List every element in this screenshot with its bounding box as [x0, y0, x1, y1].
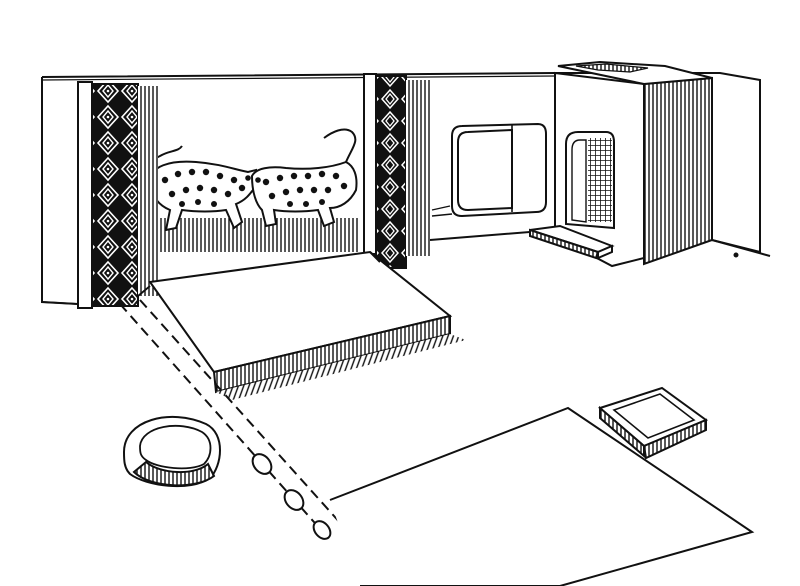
foreground-platform — [329, 406, 755, 586]
left-pilaster-lozenge — [77, 81, 158, 309]
round-hearth — [122, 415, 221, 488]
leopard-left — [144, 145, 257, 232]
floor-lines — [41, 285, 151, 305]
leopard-relief-pair — [144, 128, 358, 232]
center-pilaster-lozenge — [363, 73, 430, 269]
doorway-step — [529, 224, 615, 260]
square-hearth — [598, 386, 709, 460]
raised-platform — [148, 250, 466, 400]
floor-channel-ovals — [251, 453, 332, 540]
leopard-right — [250, 128, 358, 228]
latticed-doorway — [565, 131, 615, 230]
doorway-opening — [431, 122, 547, 218]
